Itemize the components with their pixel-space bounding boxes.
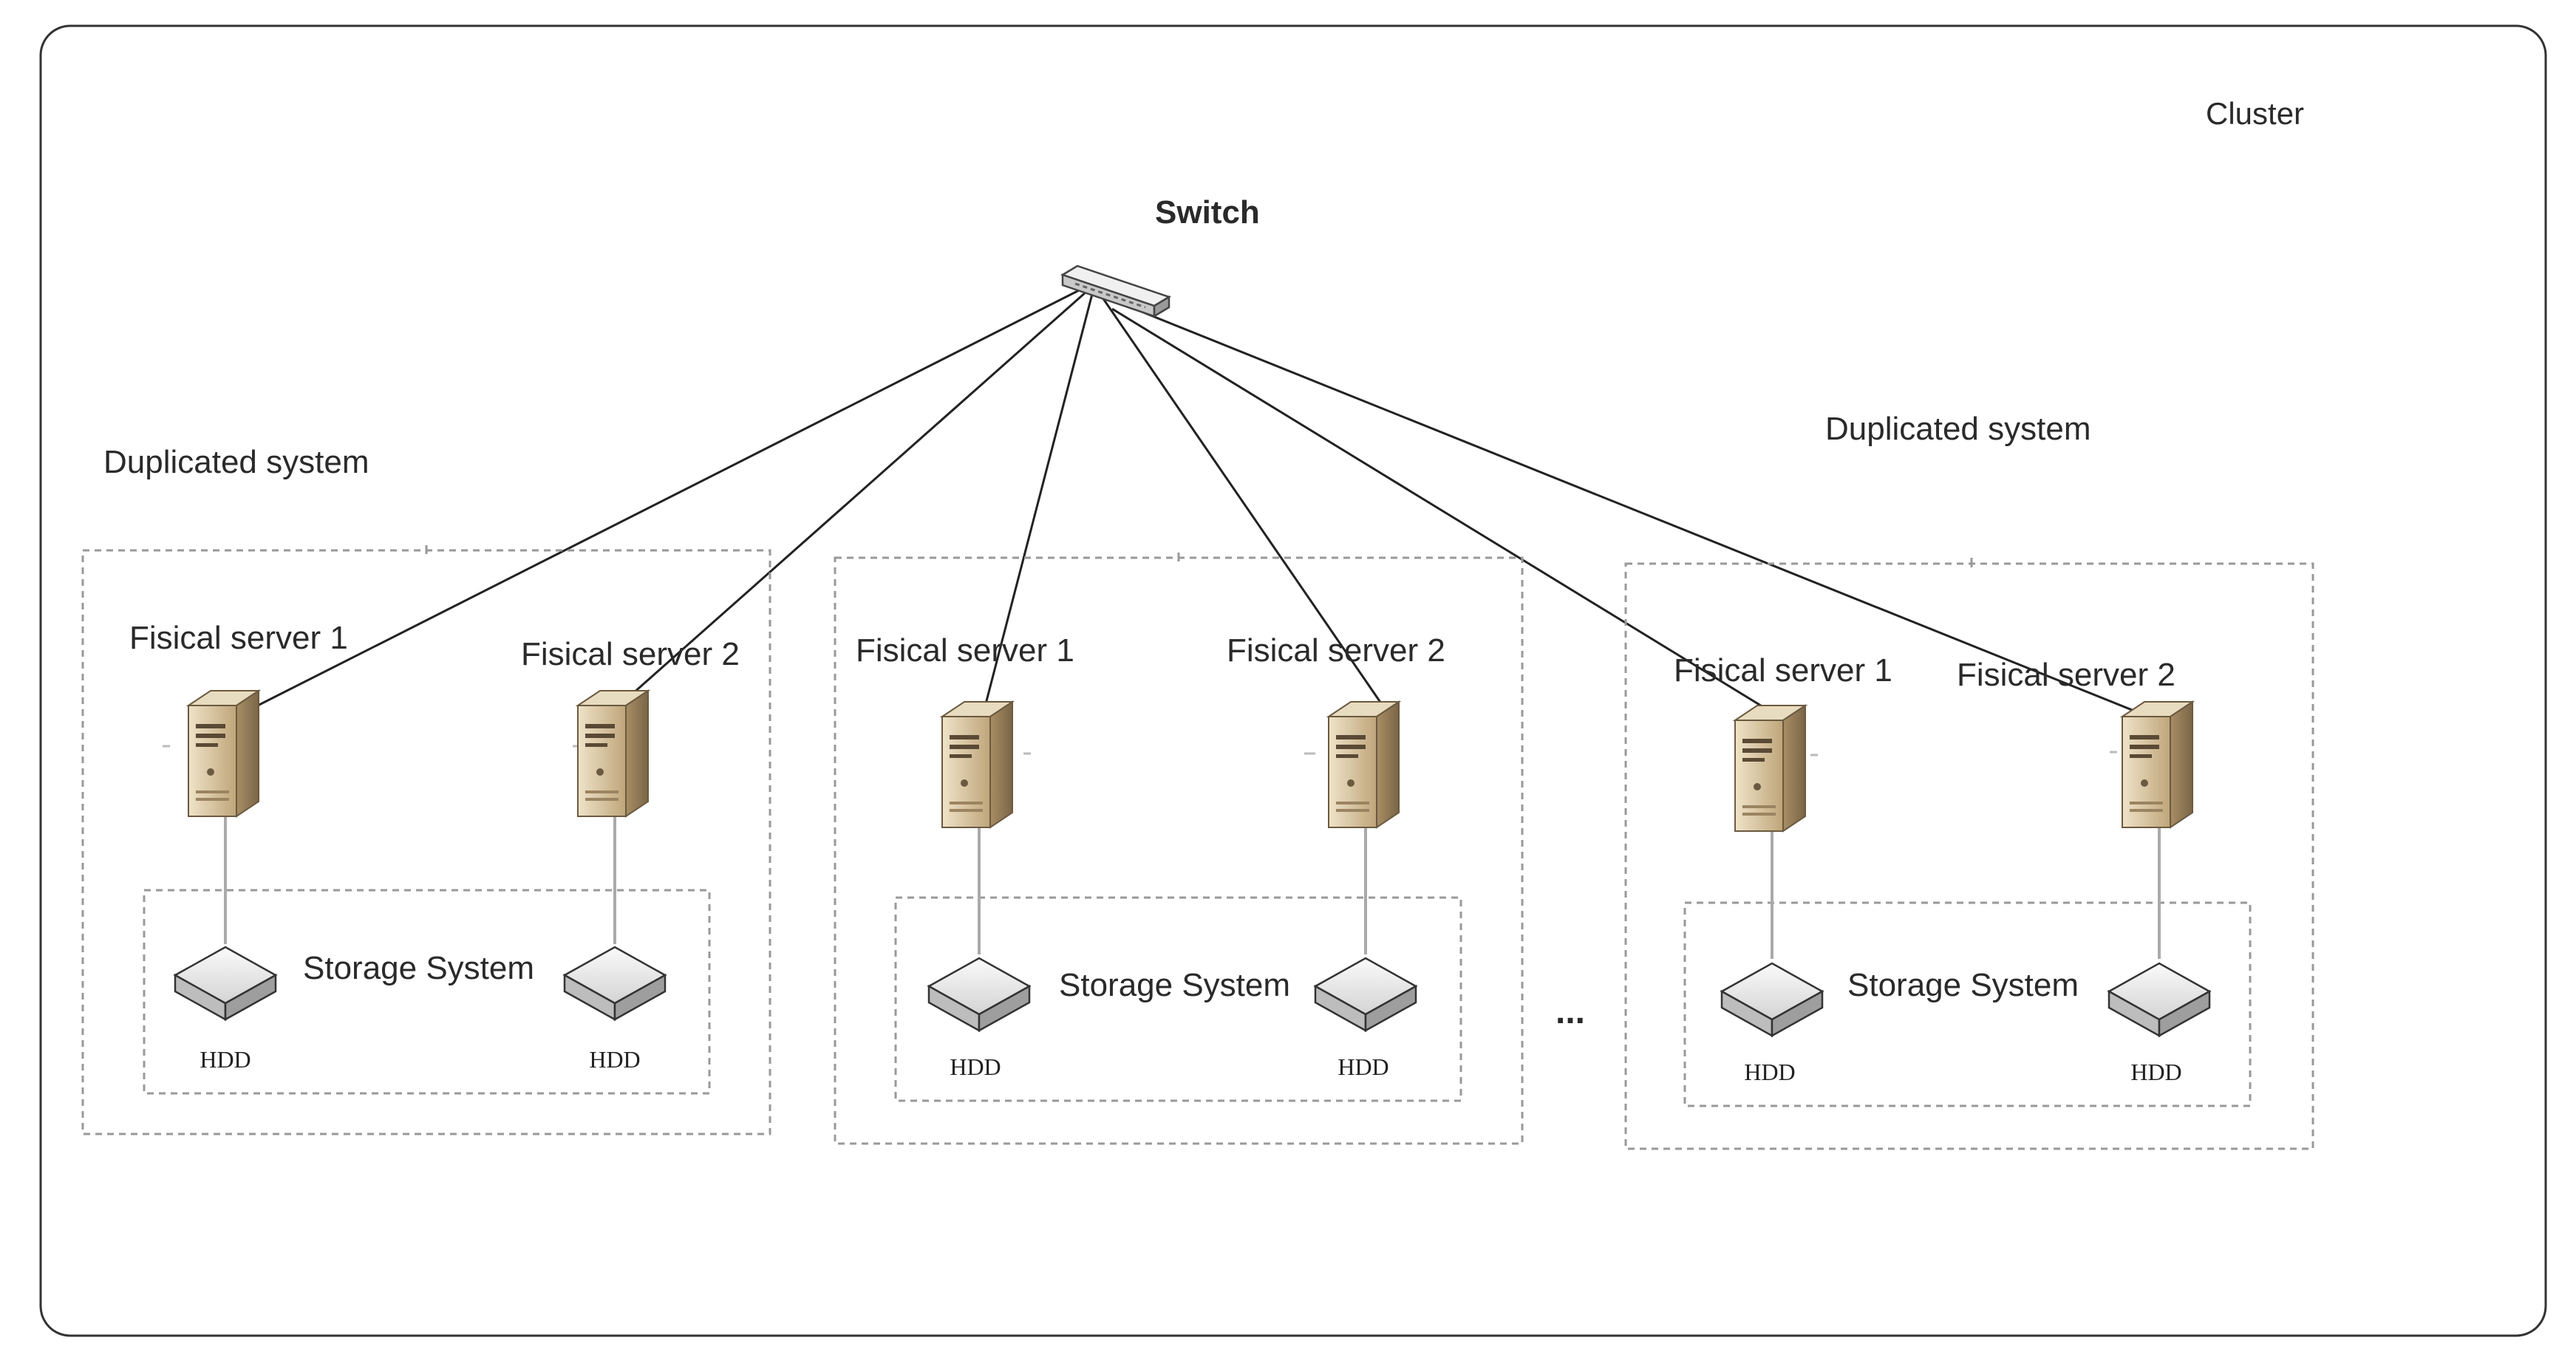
server-icon bbox=[2122, 701, 2193, 828]
storage-system-label-2: Storage System bbox=[1059, 967, 1290, 1003]
server-label-1-1: Fisical server 1 bbox=[129, 620, 348, 656]
server-label-3-2: Fisical server 2 bbox=[1957, 657, 2175, 693]
storage-system-label-3: Storage System bbox=[1847, 967, 2079, 1003]
server-label-1-2: Fisical server 2 bbox=[521, 636, 740, 672]
server-label-3-1: Fisical server 1 bbox=[1674, 652, 1892, 689]
switch-icon bbox=[1061, 264, 1171, 318]
switch-label: Switch bbox=[1155, 194, 1260, 230]
duplicated-system-2: Fisical server 1 Fisical server 2 Storag… bbox=[834, 553, 1524, 1145]
storage-system-3-boundary bbox=[1683, 901, 2252, 1107]
server-icon bbox=[188, 690, 259, 817]
server-label-2-1: Fisical server 1 bbox=[856, 632, 1074, 669]
duplicated-system-caption-right: Duplicated system bbox=[1825, 411, 2091, 447]
hdd-icon bbox=[563, 946, 667, 1021]
ellipsis: ... bbox=[1556, 992, 1585, 1031]
hdd-label-2-1: HDD bbox=[950, 1053, 1001, 1080]
hdd-icon bbox=[1314, 957, 1417, 1032]
link-sys2-server2 bbox=[1100, 295, 1391, 716]
hdd-label-3-1: HDD bbox=[1744, 1059, 1795, 1085]
hdd-label-1-2: HDD bbox=[589, 1046, 640, 1073]
hdd-icon bbox=[2108, 962, 2211, 1037]
duplicated-system-caption-left: Duplicated system bbox=[103, 444, 369, 480]
server-icon bbox=[1734, 705, 1806, 832]
hdd-icon bbox=[174, 946, 277, 1021]
link-sys3-server2 bbox=[1137, 309, 2158, 722]
storage-system-1-boundary bbox=[143, 889, 711, 1095]
server-label-2-2: Fisical server 2 bbox=[1227, 632, 1445, 669]
link-sys1-server1 bbox=[247, 285, 1087, 712]
cluster-frame bbox=[39, 24, 2547, 1337]
hdd-label-1-1: HDD bbox=[200, 1046, 251, 1073]
link-sys1-server2 bbox=[613, 290, 1087, 712]
storage-system-label-1: Storage System bbox=[303, 950, 534, 986]
duplicated-system-3: Fisical server 1 Fisical server 2 Storag… bbox=[1624, 558, 2314, 1150]
link-sys3-server1 bbox=[1111, 307, 1804, 733]
duplicated-system-1: Fisical server 1 Fisical server 2 Storag… bbox=[81, 545, 771, 1135]
cluster-label: Cluster bbox=[2206, 96, 2304, 131]
link-sys2-server1 bbox=[981, 293, 1094, 716]
hdd-icon bbox=[927, 957, 1031, 1032]
server-icon bbox=[1328, 701, 1400, 828]
switch-links bbox=[247, 285, 2158, 733]
storage-system-2-boundary bbox=[894, 896, 1462, 1102]
server-icon bbox=[941, 701, 1013, 828]
hdd-icon bbox=[1720, 962, 1824, 1037]
server-icon bbox=[577, 690, 649, 817]
system-3-boundary bbox=[1624, 562, 2314, 1150]
hdd-label-2-2: HDD bbox=[1338, 1053, 1388, 1080]
hdd-label-3-2: HDD bbox=[2130, 1059, 2181, 1085]
